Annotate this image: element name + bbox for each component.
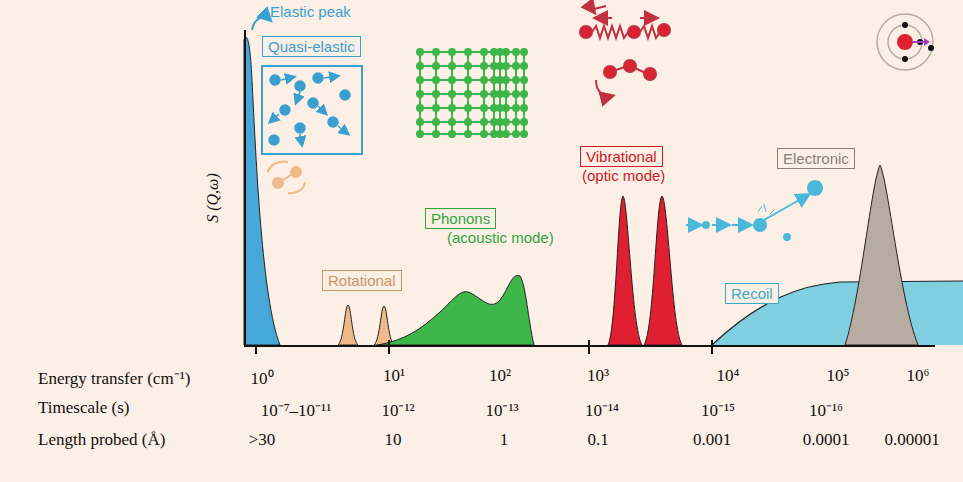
scale-value: 10⁶ <box>907 366 930 386</box>
mode-note: (optic mode) <box>582 167 665 184</box>
mode-name: Recoil <box>725 283 779 304</box>
diffusion-box <box>262 66 362 154</box>
phonon-lattice <box>417 48 527 138</box>
scale-value: 10³ <box>587 366 609 386</box>
electronic-peak <box>845 165 918 345</box>
label-box: Quasi-elastic <box>262 36 361 57</box>
label-box: Phonons(acoustic mode) <box>425 208 554 246</box>
scale-value: >30 <box>249 430 276 450</box>
scale-value: 10¹ <box>383 366 405 386</box>
scale-value: 10⁻¹³ <box>485 398 518 421</box>
label-box: Recoil <box>725 283 779 304</box>
vibrational-peak <box>608 196 642 345</box>
scale-value: 0.1 <box>587 430 608 450</box>
mode-name: Vibrational <box>580 146 663 167</box>
axis-title: S (Q,ω) <box>204 173 222 223</box>
scale-value: Timescale (s) <box>38 398 129 418</box>
scale-value: 0.001 <box>693 430 731 450</box>
scale-value: Length probed (Å) <box>38 430 165 450</box>
peak-label: Elastic peak <box>270 3 351 20</box>
scale-value: 10⁻¹⁶ <box>809 398 843 421</box>
scale-value: 10⁻¹⁵ <box>701 398 735 421</box>
atom-icon <box>877 14 934 70</box>
vibrational-peak <box>644 196 682 345</box>
rotational-peak <box>374 306 394 345</box>
mode-name: Electronic <box>777 148 855 169</box>
scale-value: 10⁰ <box>251 366 274 389</box>
scale-value: 10⁻¹⁴ <box>585 398 619 421</box>
label-box: Electronic <box>777 148 855 169</box>
mode-name: Rotational <box>322 270 402 291</box>
mode-note: (acoustic mode) <box>447 229 554 246</box>
scale-value: 0.0001 <box>803 430 850 450</box>
scale-value: 10² <box>489 366 511 386</box>
scale-value: 10⁵ <box>827 366 850 386</box>
scale-value: Energy transfer (cm⁻¹) <box>38 366 190 389</box>
mode-name: Phonons <box>425 208 496 229</box>
scale-value: 10 <box>385 430 402 450</box>
scale-value: 0.00001 <box>884 430 939 450</box>
scale-value: 1 <box>500 430 509 450</box>
mode-name: Quasi-elastic <box>262 36 361 57</box>
scale-value: 10⁻⁷–10⁻¹¹ <box>261 398 332 421</box>
scale-value: 10⁴ <box>717 366 740 386</box>
label-box: Vibrational(optic mode) <box>580 146 665 184</box>
label-box: Rotational <box>322 270 402 291</box>
recoil-band <box>712 281 963 345</box>
scale-value: 10⁻¹² <box>381 398 414 421</box>
rotational-peak <box>338 305 358 345</box>
